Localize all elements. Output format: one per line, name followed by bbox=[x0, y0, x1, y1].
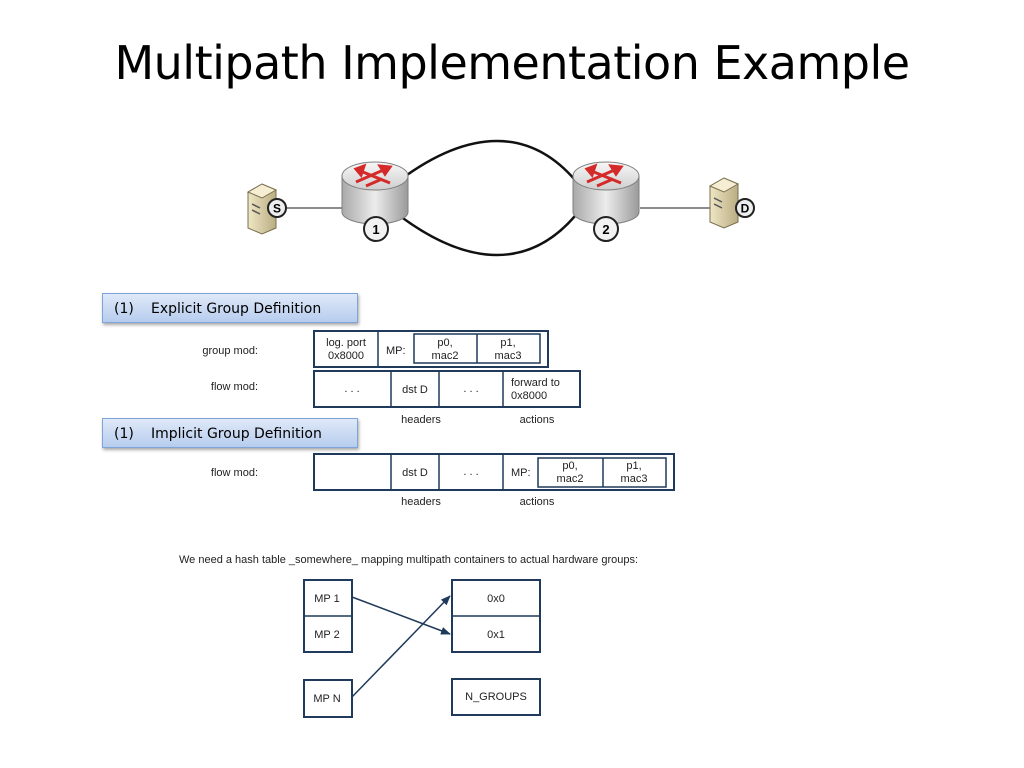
explicit-p1-line1: p1, bbox=[500, 337, 515, 349]
implicit-mp-label: MP: bbox=[511, 467, 531, 479]
implicit-section-heading: (1) Implicit Group Definition bbox=[102, 418, 358, 448]
explicit-forward-line2: 0x8000 bbox=[511, 390, 547, 402]
implicit-actions-label: actions bbox=[520, 496, 555, 508]
explicit-actions-label: actions bbox=[520, 414, 555, 426]
mp-1-label: MP 1 bbox=[314, 593, 339, 605]
explicit-group-mod-table bbox=[313, 330, 549, 368]
router-2-label: 2 bbox=[602, 222, 609, 237]
router-1-label: 1 bbox=[372, 222, 379, 237]
source-server-icon: S bbox=[246, 183, 287, 235]
lower-path bbox=[399, 214, 576, 257]
explicit-number: (1) bbox=[114, 301, 134, 317]
explicit-group-port-line2: 0x8000 bbox=[328, 350, 364, 362]
implicit-headers-label: headers bbox=[401, 496, 441, 508]
explicit-dots-2: . . . bbox=[463, 383, 478, 395]
explicit-mp-label: MP: bbox=[386, 345, 406, 357]
implicit-number: (1) bbox=[114, 426, 134, 442]
explicit-section-heading: (1) Explicit Group Definition bbox=[102, 293, 358, 323]
multipath-containers bbox=[303, 579, 353, 718]
mapping-arrow-mpn-to-0x0 bbox=[351, 595, 451, 698]
explicit-dst: dst D bbox=[402, 384, 428, 396]
hardware-groups bbox=[451, 579, 541, 716]
implicit-p0-line1: p0, bbox=[562, 460, 577, 472]
explicit-forward-line1: forward to bbox=[511, 377, 560, 389]
implicit-flow-mod-table bbox=[313, 453, 675, 491]
mapping-arrow-mp1-to-0x1 bbox=[351, 596, 451, 635]
group-0-label: 0x0 bbox=[487, 593, 505, 605]
explicit-group-port-line1: log. port bbox=[326, 337, 366, 349]
network-topology: S 1 2 D bbox=[246, 139, 755, 257]
upper-path bbox=[399, 139, 576, 182]
implicit-heading: Implicit Group Definition bbox=[151, 426, 322, 442]
destination-label: D bbox=[741, 202, 750, 216]
mp-2-label: MP 2 bbox=[314, 629, 339, 641]
mp-n-label: MP N bbox=[313, 693, 340, 705]
explicit-flow-mod-table bbox=[313, 370, 581, 408]
group-n-label: N_GROUPS bbox=[465, 691, 527, 703]
router-2-icon: 2 bbox=[572, 161, 640, 242]
explicit-heading: Explicit Group Definition bbox=[151, 301, 322, 317]
hash-table-caption: We need a hash table _somewhere_ mapping… bbox=[179, 554, 638, 566]
implicit-dots: . . . bbox=[463, 466, 478, 478]
implicit-p1-line2: mac3 bbox=[621, 473, 648, 485]
explicit-dots-1: . . . bbox=[344, 383, 359, 395]
implicit-dst: dst D bbox=[402, 467, 428, 479]
explicit-flow-mod-label: flow mod: bbox=[211, 381, 258, 393]
explicit-p1-line2: mac3 bbox=[495, 350, 522, 362]
explicit-p0-line1: p0, bbox=[437, 337, 452, 349]
explicit-group-mod-label: group mod: bbox=[202, 345, 258, 357]
implicit-flow-mod-label: flow mod: bbox=[211, 467, 258, 479]
implicit-p0-line2: mac2 bbox=[557, 473, 584, 485]
destination-server-icon: D bbox=[708, 177, 755, 229]
router-1-icon: 1 bbox=[341, 161, 409, 242]
explicit-headers-label: headers bbox=[401, 414, 441, 426]
slide-title: Multipath Implementation Example bbox=[114, 36, 910, 90]
explicit-p0-line2: mac2 bbox=[432, 350, 459, 362]
group-1-label: 0x1 bbox=[487, 629, 505, 641]
source-label: S bbox=[273, 202, 281, 216]
implicit-p1-line1: p1, bbox=[626, 460, 641, 472]
